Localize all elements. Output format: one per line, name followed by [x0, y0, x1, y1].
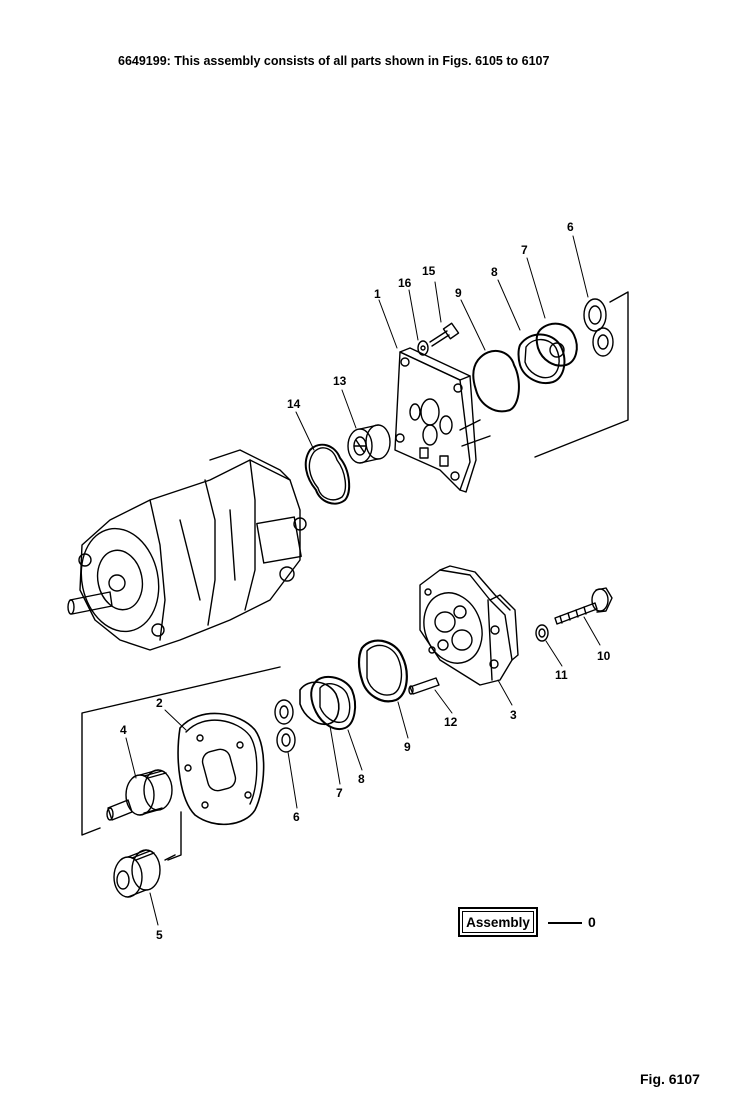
callout-8-lower: 8: [358, 772, 365, 786]
callout-7-upper: 7: [521, 243, 528, 257]
part-15-bolt: [429, 322, 460, 347]
part-2-housing: [177, 712, 265, 826]
part-4-gear-shaft: [106, 769, 173, 821]
callout-13: 13: [333, 374, 347, 388]
callout-2: 2: [156, 696, 163, 710]
callout-12: 12: [444, 715, 458, 729]
callout-1: 1: [374, 287, 381, 301]
lower-bracket: [81, 666, 281, 861]
part-1-plate: [394, 347, 491, 493]
assembly-label-box: Assembly: [458, 907, 538, 937]
callout-14: 14: [287, 397, 301, 411]
assembly-number: 0: [588, 914, 596, 930]
callout-11: 11: [555, 668, 568, 682]
part-10-bolt: [554, 587, 613, 625]
part-13-bearing: [347, 424, 391, 464]
callout-8-upper: 8: [491, 265, 498, 279]
leader-lines: [125, 235, 601, 926]
callout-numbers: 1 2 3 4 5 6 6 7 7 8 8 9 9 10 11 12 13 14…: [120, 220, 611, 942]
callout-4: 4: [120, 723, 127, 737]
part-6-washer-upper: [583, 298, 614, 357]
callout-10: 10: [597, 649, 611, 663]
callout-7-lower: 7: [336, 786, 343, 800]
assembly-label: Assembly: [466, 914, 530, 930]
part-9-oring-upper: [472, 350, 520, 413]
part-6-washer-lower: [274, 699, 296, 753]
callout-15: 15: [422, 264, 436, 278]
callout-3: 3: [510, 708, 517, 722]
figure-number: Fig. 6107: [640, 1071, 700, 1087]
part-5-gear: [113, 849, 176, 898]
pump-body: [67, 449, 307, 651]
part-8-seal-lower: [310, 675, 357, 730]
part-7-seal-lower: [299, 681, 340, 726]
callout-6-upper: 6: [567, 220, 574, 234]
part-8-seal-upper: [517, 333, 566, 384]
part-7-seal-upper: [535, 322, 578, 367]
callout-9-upper: 9: [455, 286, 462, 300]
part-12-pin: [408, 677, 440, 695]
part-3-cover: [419, 565, 519, 686]
upper-bracket: [534, 291, 629, 458]
assembly-dash: [548, 922, 582, 924]
part-11-washer: [535, 624, 549, 642]
part-16-washer: [417, 340, 429, 356]
part-14-oring: [304, 443, 351, 505]
callout-9-lower: 9: [404, 740, 411, 754]
callout-5: 5: [156, 928, 163, 942]
part-9-oring-lower: [357, 639, 408, 703]
callout-6-lower: 6: [293, 810, 300, 824]
header-caption: 6649199: This assembly consists of all p…: [118, 54, 550, 68]
callout-16: 16: [398, 276, 412, 290]
